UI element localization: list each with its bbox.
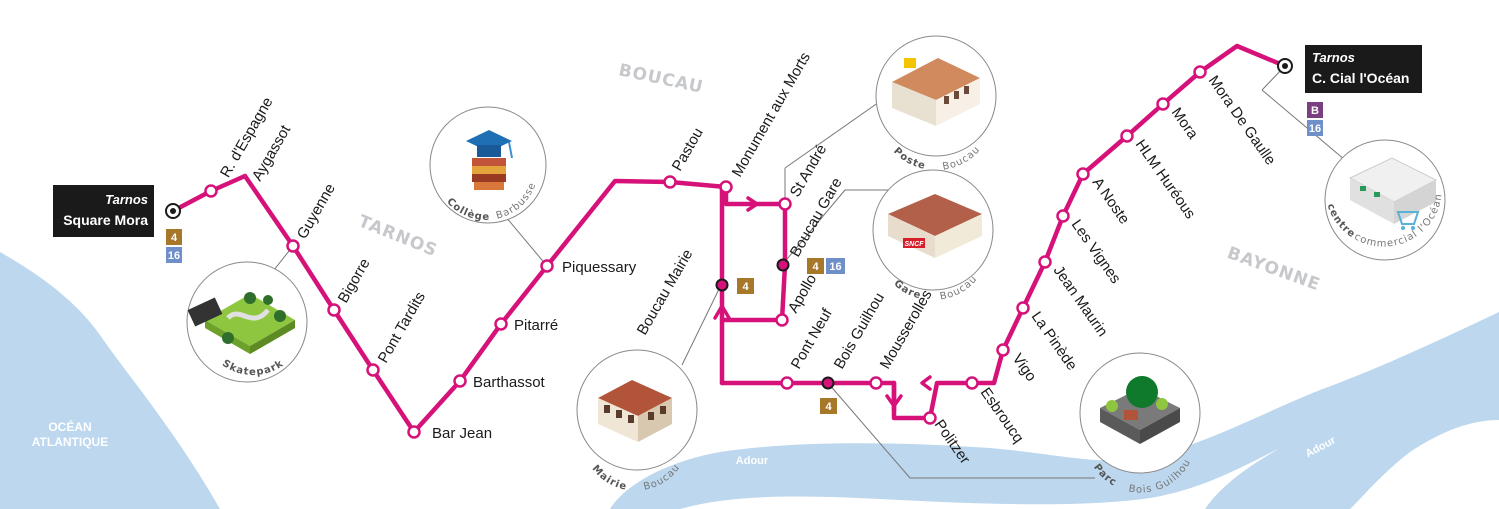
stop-la-pinede[interactable] xyxy=(1016,301,1030,315)
stop-st-andre[interactable] xyxy=(778,197,792,211)
stop-bar-jean[interactable] xyxy=(407,425,421,439)
label-mora: Mora xyxy=(1168,105,1202,143)
stop-vigo[interactable] xyxy=(996,343,1010,357)
stop-mousserolles[interactable] xyxy=(869,376,883,390)
train-station-icon: SNCF xyxy=(888,194,982,258)
stop-hlm-hureous[interactable] xyxy=(1120,129,1134,143)
mairie-badge-4: 4 xyxy=(742,281,749,293)
badge-line-b-label: B xyxy=(1311,105,1319,117)
gare-badge-4: 4 xyxy=(812,261,819,273)
stop-r-espagne[interactable] xyxy=(204,184,218,198)
stop-aygassot[interactable] xyxy=(242,173,248,179)
stop-pastou[interactable] xyxy=(663,175,677,189)
poi-poste[interactable]: Poste Boucau xyxy=(875,35,997,173)
poi-connectors xyxy=(261,65,1346,479)
label-pont-neuf: Pont Neuf xyxy=(788,305,836,372)
label-guyenne: Guyenne xyxy=(294,181,339,242)
label-pastou: Pastou xyxy=(669,125,707,174)
label-piquessary: Piquessary xyxy=(562,259,637,276)
label-la-pinede: La Pinède xyxy=(1028,309,1081,374)
stop-mora-de-gaulle[interactable] xyxy=(1193,65,1207,79)
area-bayonne: BAYONNE xyxy=(1224,243,1323,295)
stop-bigorre[interactable] xyxy=(327,303,341,317)
ocean-label-1: OCÉAN xyxy=(48,419,91,434)
atlantic-ocean xyxy=(0,252,220,509)
stop-boucau-mairie[interactable] xyxy=(715,278,729,292)
stop-guyenne[interactable] xyxy=(286,239,300,253)
stop-barthassot[interactable] xyxy=(453,374,467,388)
park-icon xyxy=(1100,376,1180,444)
badge-line-16-east-label: 16 xyxy=(1309,123,1321,135)
water-bodies: OCÉAN ATLANTIQUE Adour Adour xyxy=(0,252,1499,509)
terminus-west-name: Square Mora xyxy=(63,212,148,228)
label-a-noste: A Noste xyxy=(1089,175,1133,228)
stop-pont-neuf[interactable] xyxy=(780,376,794,390)
badge-line-16-label: 16 xyxy=(168,250,180,262)
stop-a-noste[interactable] xyxy=(1076,167,1090,181)
adour-label-1: Adour xyxy=(736,455,769,467)
label-hlm-hureous: HLM Huréous xyxy=(1132,137,1199,223)
stop-esbroucq[interactable] xyxy=(965,376,979,390)
label-barthassot: Barthassot xyxy=(473,374,546,391)
stop-pitarre[interactable] xyxy=(494,317,508,331)
sncf-logo: SNCF xyxy=(904,241,924,248)
stop-les-vignes[interactable] xyxy=(1056,209,1070,223)
label-monument: Monument aux Morts xyxy=(729,49,814,180)
connection-badges: 4 16 4 4 xyxy=(737,258,845,414)
gare-badge-16: 16 xyxy=(829,261,841,273)
stop-monument[interactable] xyxy=(719,180,733,194)
stop-jean-maurin[interactable] xyxy=(1038,255,1052,269)
badge-line-4 xyxy=(166,229,182,245)
ocean-label-2: ATLANTIQUE xyxy=(32,435,108,449)
label-pont-tardits: Pont Tardits xyxy=(375,289,429,366)
area-tarnos: TARNOS xyxy=(355,211,440,261)
route-loop-north xyxy=(719,184,788,323)
label-les-vignes: Les Vignes xyxy=(1068,217,1124,287)
stops xyxy=(204,65,1207,439)
poi-skatepark[interactable]: Skatepark xyxy=(186,261,308,383)
stop-piquessary[interactable] xyxy=(540,259,554,273)
terminus-west-city: Tarnos xyxy=(105,192,148,207)
adour-river xyxy=(610,312,1499,509)
poi-mairie[interactable]: Mairie Boucau xyxy=(576,349,698,493)
graduation-cap-icon xyxy=(466,130,513,190)
terminus-east[interactable]: Tarnos C. Cial l'Océan B 16 xyxy=(1305,45,1422,136)
label-pitarre: Pitarré xyxy=(514,317,558,334)
direction-arrows xyxy=(713,196,932,408)
label-mora-de-gaulle: Mora De Gaulle xyxy=(1205,73,1279,169)
badge-line-4-label: 4 xyxy=(171,232,178,244)
label-apollo: Apollo xyxy=(785,271,821,316)
connection-stops xyxy=(715,258,835,390)
bois-guilhou-badge-4: 4 xyxy=(825,401,832,413)
terminus-west[interactable]: Tarnos Square Mora 4 16 xyxy=(53,185,182,263)
label-bar-jean: Bar Jean xyxy=(432,425,492,442)
area-boucau: BOUCAU xyxy=(617,60,705,97)
poi-centre[interactable]: centre commercial l'Océan xyxy=(1324,139,1446,261)
town-hall-icon xyxy=(598,380,672,442)
termini-markers xyxy=(165,58,1293,219)
stop-mora[interactable] xyxy=(1156,97,1170,111)
label-boucau-mairie: Boucau Mairie xyxy=(634,246,697,338)
shopping-cart-icon xyxy=(1348,157,1438,230)
skatepark-icon xyxy=(187,292,295,354)
badge-line-16 xyxy=(166,247,182,263)
badge-line-b xyxy=(1307,102,1323,118)
terminus-east-name: C. Cial l'Océan xyxy=(1312,70,1409,86)
badge-line-16-east xyxy=(1307,120,1323,136)
label-vigo: Vigo xyxy=(1009,351,1040,385)
post-office-icon xyxy=(892,58,980,126)
stop-apollo[interactable] xyxy=(775,313,789,327)
stop-pont-tardits[interactable] xyxy=(366,363,380,377)
poi-college[interactable]: Collège Barbusse xyxy=(429,106,547,224)
stop-bois-guilhou[interactable] xyxy=(821,376,835,390)
stop-boucau-gare[interactable] xyxy=(776,258,790,272)
label-esbroucq: Esbroucq xyxy=(977,385,1027,447)
poi-gare[interactable]: SNCF Gare Boucau xyxy=(872,169,994,303)
label-bigorre: Bigorre xyxy=(335,256,374,306)
stop-politzer[interactable] xyxy=(923,411,937,425)
terminus-east-city: Tarnos xyxy=(1312,50,1355,65)
